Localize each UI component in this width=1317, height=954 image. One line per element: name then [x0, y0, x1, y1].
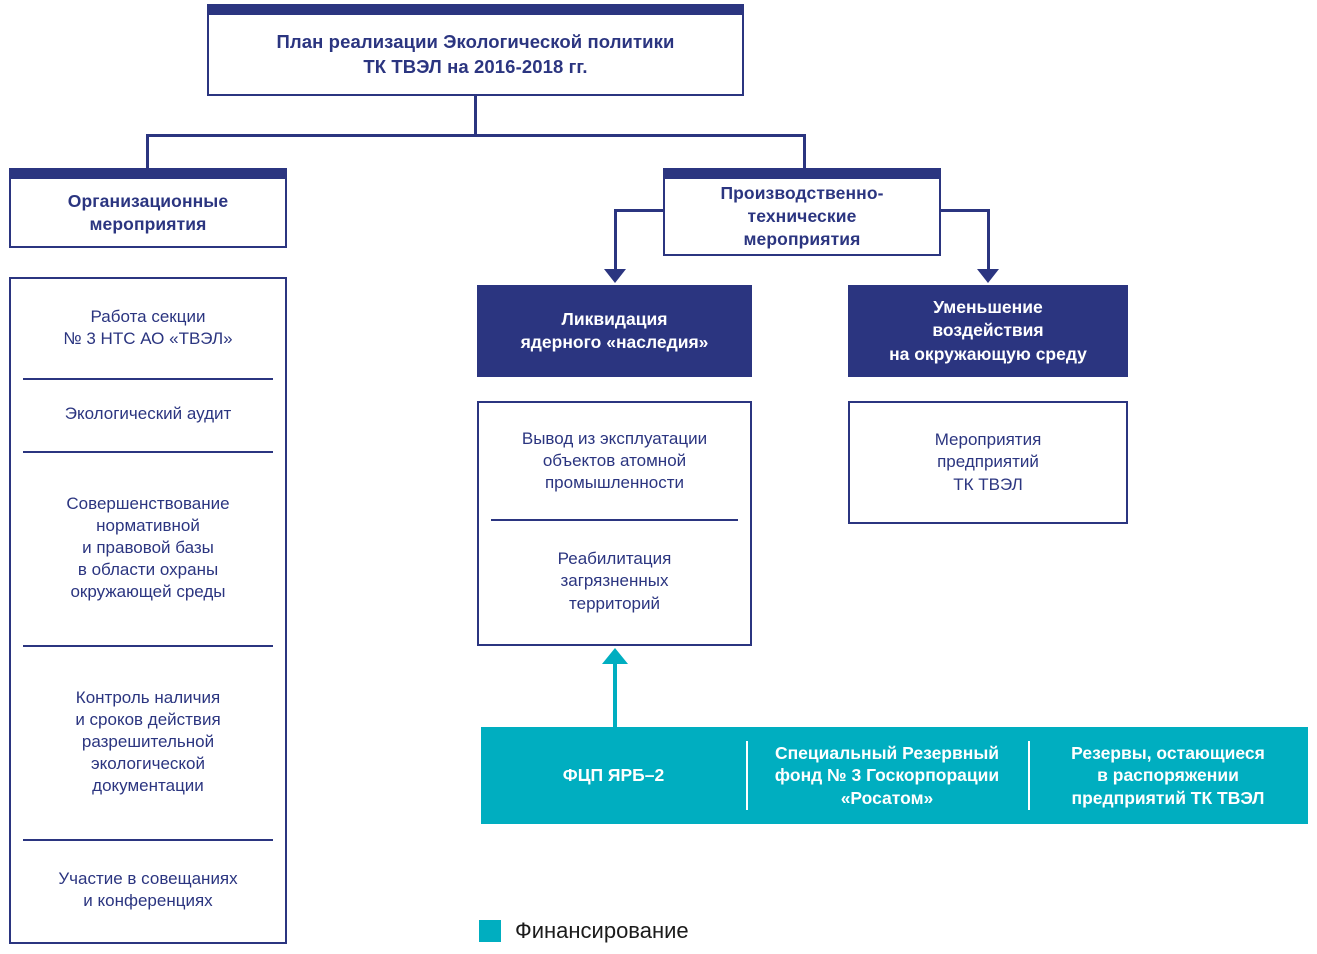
list-item-label: Совершенствование нормативной и правовой…: [66, 493, 230, 601]
list-item: Реабилитация загрязненных территорий: [479, 518, 750, 644]
connector-title-stem: [474, 96, 477, 136]
branch-header-production-technical: Производственно- технические мероприятия: [663, 168, 941, 256]
list-item-label: Работа секции № 3 НТС АО «ТВЭЛ»: [63, 307, 233, 349]
connector-to-production: [803, 134, 806, 170]
branch-header-organizational: Организационные мероприятия: [9, 168, 287, 248]
subbranch-header-impact-reduction-label: Уменьшение воздействия на окружающую сре…: [889, 297, 1087, 364]
list-item-label: Реабилитация загрязненных территорий: [557, 549, 672, 613]
legend: Финансирование: [479, 918, 689, 944]
connector-production-right-arm: [939, 209, 990, 212]
list-item: Работа секции № 3 НТС АО «ТВЭЛ»: [11, 279, 285, 378]
connector-financing-stem: [613, 663, 617, 727]
subbranch-header-nuclear-legacy: Ликвидация ядерного «наследия»: [477, 285, 752, 377]
connector-production-left-drop: [614, 209, 617, 269]
arrow-to-impact-reduction: [977, 269, 999, 283]
financing-segment: ФЦП ЯРБ–2: [481, 727, 746, 824]
financing-segment: Резервы, остающиеся в распоряжении предп…: [1028, 727, 1308, 824]
list-item-label: Мероприятия предприятий ТК ТВЭЛ: [934, 430, 1042, 494]
title-box: План реализации Экологической политики Т…: [207, 4, 744, 96]
branch-header-organizational-label: Организационные мероприятия: [67, 190, 229, 234]
financing-bar: ФЦП ЯРБ–2 Специальный Резервный фонд № 3…: [481, 727, 1308, 824]
list-item-label: Контроль наличия и сроков действия разре…: [75, 687, 221, 795]
financing-segment-label: Резервы, остающиеся в распоряжении предп…: [1071, 742, 1265, 808]
list-item: Вывод из эксплуатации объектов атомной п…: [479, 403, 750, 519]
financing-segment: Специальный Резервный фонд № 3 Госкорпор…: [746, 727, 1028, 824]
list-item: Мероприятия предприятий ТК ТВЭЛ: [850, 403, 1126, 522]
financing-segment-label: ФЦП ЯРБ–2: [562, 765, 665, 786]
arrow-to-nuclear-legacy: [604, 269, 626, 283]
subbranch-header-impact-reduction: Уменьшение воздействия на окружающую сре…: [848, 285, 1128, 377]
connector-production-left-arm: [614, 209, 665, 212]
connector-branch-bus: [146, 134, 806, 137]
financing-segment-label: Специальный Резервный фонд № 3 Госкорпор…: [774, 742, 1000, 808]
legend-label: Финансирование: [515, 918, 689, 943]
title-box-label: План реализации Экологической политики Т…: [276, 31, 675, 77]
list-item: Участие в совещаниях и конференциях: [11, 838, 285, 942]
list-item-label: Вывод из эксплуатации объектов атомной п…: [521, 428, 708, 492]
organizational-items-box: Работа секции № 3 НТС АО «ТВЭЛ» Экологич…: [9, 277, 287, 944]
impact-reduction-items-box: Мероприятия предприятий ТК ТВЭЛ: [848, 401, 1128, 524]
list-item: Экологический аудит: [11, 377, 285, 451]
list-item: Контроль наличия и сроков действия разре…: [11, 644, 285, 839]
branch-header-production-technical-label: Производственно- технические мероприятия: [720, 183, 884, 249]
list-item: Совершенствование нормативной и правовой…: [11, 450, 285, 645]
list-item-label: Участие в совещаниях и конференциях: [58, 869, 238, 911]
connector-to-organizational: [146, 134, 149, 170]
legend-color-swatch-icon: [479, 920, 501, 942]
list-item-label: Экологический аудит: [64, 404, 232, 424]
subbranch-header-nuclear-legacy-label: Ликвидация ядерного «наследия»: [520, 308, 709, 352]
arrow-financing-to-nuclear-legacy: [602, 648, 628, 664]
nuclear-legacy-items-box: Вывод из эксплуатации объектов атомной п…: [477, 401, 752, 646]
connector-production-right-drop: [987, 209, 990, 269]
